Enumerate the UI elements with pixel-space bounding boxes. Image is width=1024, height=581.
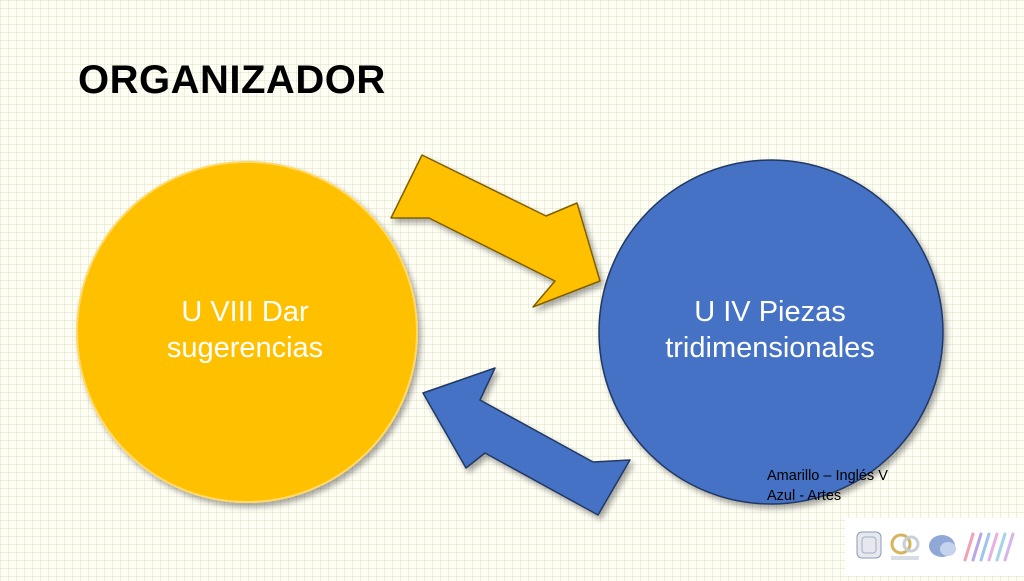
blue-circle — [598, 159, 944, 505]
unam-seal-logo — [856, 531, 882, 559]
stripes-logo — [963, 532, 1015, 562]
color-legend: Amarillo – Inglés V Azul - Artes — [767, 466, 888, 506]
legend-yellow: Amarillo – Inglés V — [767, 468, 888, 484]
anniversary-50-logo — [890, 533, 920, 560]
legend-blue: Azul - Artes — [767, 488, 842, 504]
yellow-circle-label: U VIII Dar sugerencias — [166, 296, 324, 364]
institution-logos — [845, 518, 1024, 576]
blue-circle-label: U IV Piezas tridimensionales — [665, 296, 875, 364]
si-logo — [929, 535, 956, 557]
blue-arrow-to-yellow — [422, 367, 631, 516]
yellow-circle — [76, 161, 418, 503]
slide-title: ORGANIZADOR — [78, 58, 386, 102]
yellow-arrow-to-blue — [390, 154, 601, 308]
